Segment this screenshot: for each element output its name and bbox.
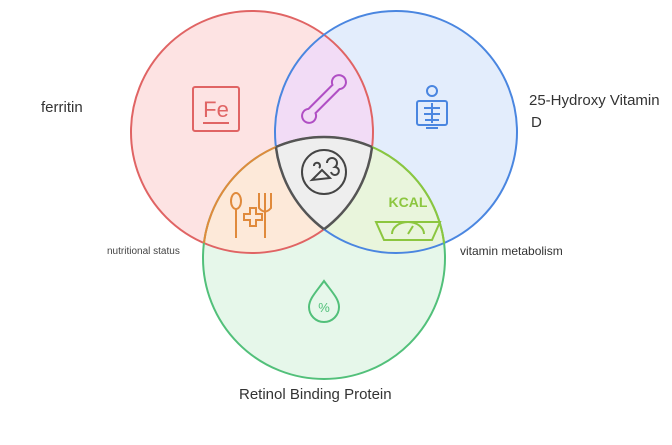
iron-element-text: Fe — [203, 97, 229, 122]
overlap-ferritin-rbp — [203, 137, 373, 253]
set-ferritin-outline — [130, 10, 374, 254]
iron-element-icon: Fe — [192, 86, 240, 132]
label-vitd-line2: D — [531, 114, 542, 131]
label-retinol-binding-protein: Retinol Binding Protein — [239, 386, 392, 403]
arc-all-c — [275, 135, 373, 253]
kcal-scale-icon: KCAL — [374, 194, 442, 241]
label-vitd-line1: 25-Hydroxy Vitamin — [529, 92, 660, 109]
xray-skeleton-icon — [416, 85, 448, 129]
label-ferritin: ferritin — [41, 99, 83, 116]
set-vitd-outline — [274, 10, 518, 254]
overlap-vitd-rbp — [275, 137, 445, 253]
label-nutritional-status: nutritional status — [107, 246, 180, 257]
kcal-text: KCAL — [389, 194, 428, 210]
nutrition-icon — [230, 192, 272, 238]
label-vitamin-metabolism: vitamin metabolism — [460, 244, 563, 258]
food-plate-icon — [301, 149, 347, 195]
bone-icon — [301, 74, 347, 124]
drop-percent-text: % — [318, 300, 330, 315]
drop-percent-icon: % — [307, 279, 341, 323]
label-25-hydroxy-vitamin-d: 25-Hydroxy Vitamin D — [529, 90, 660, 134]
